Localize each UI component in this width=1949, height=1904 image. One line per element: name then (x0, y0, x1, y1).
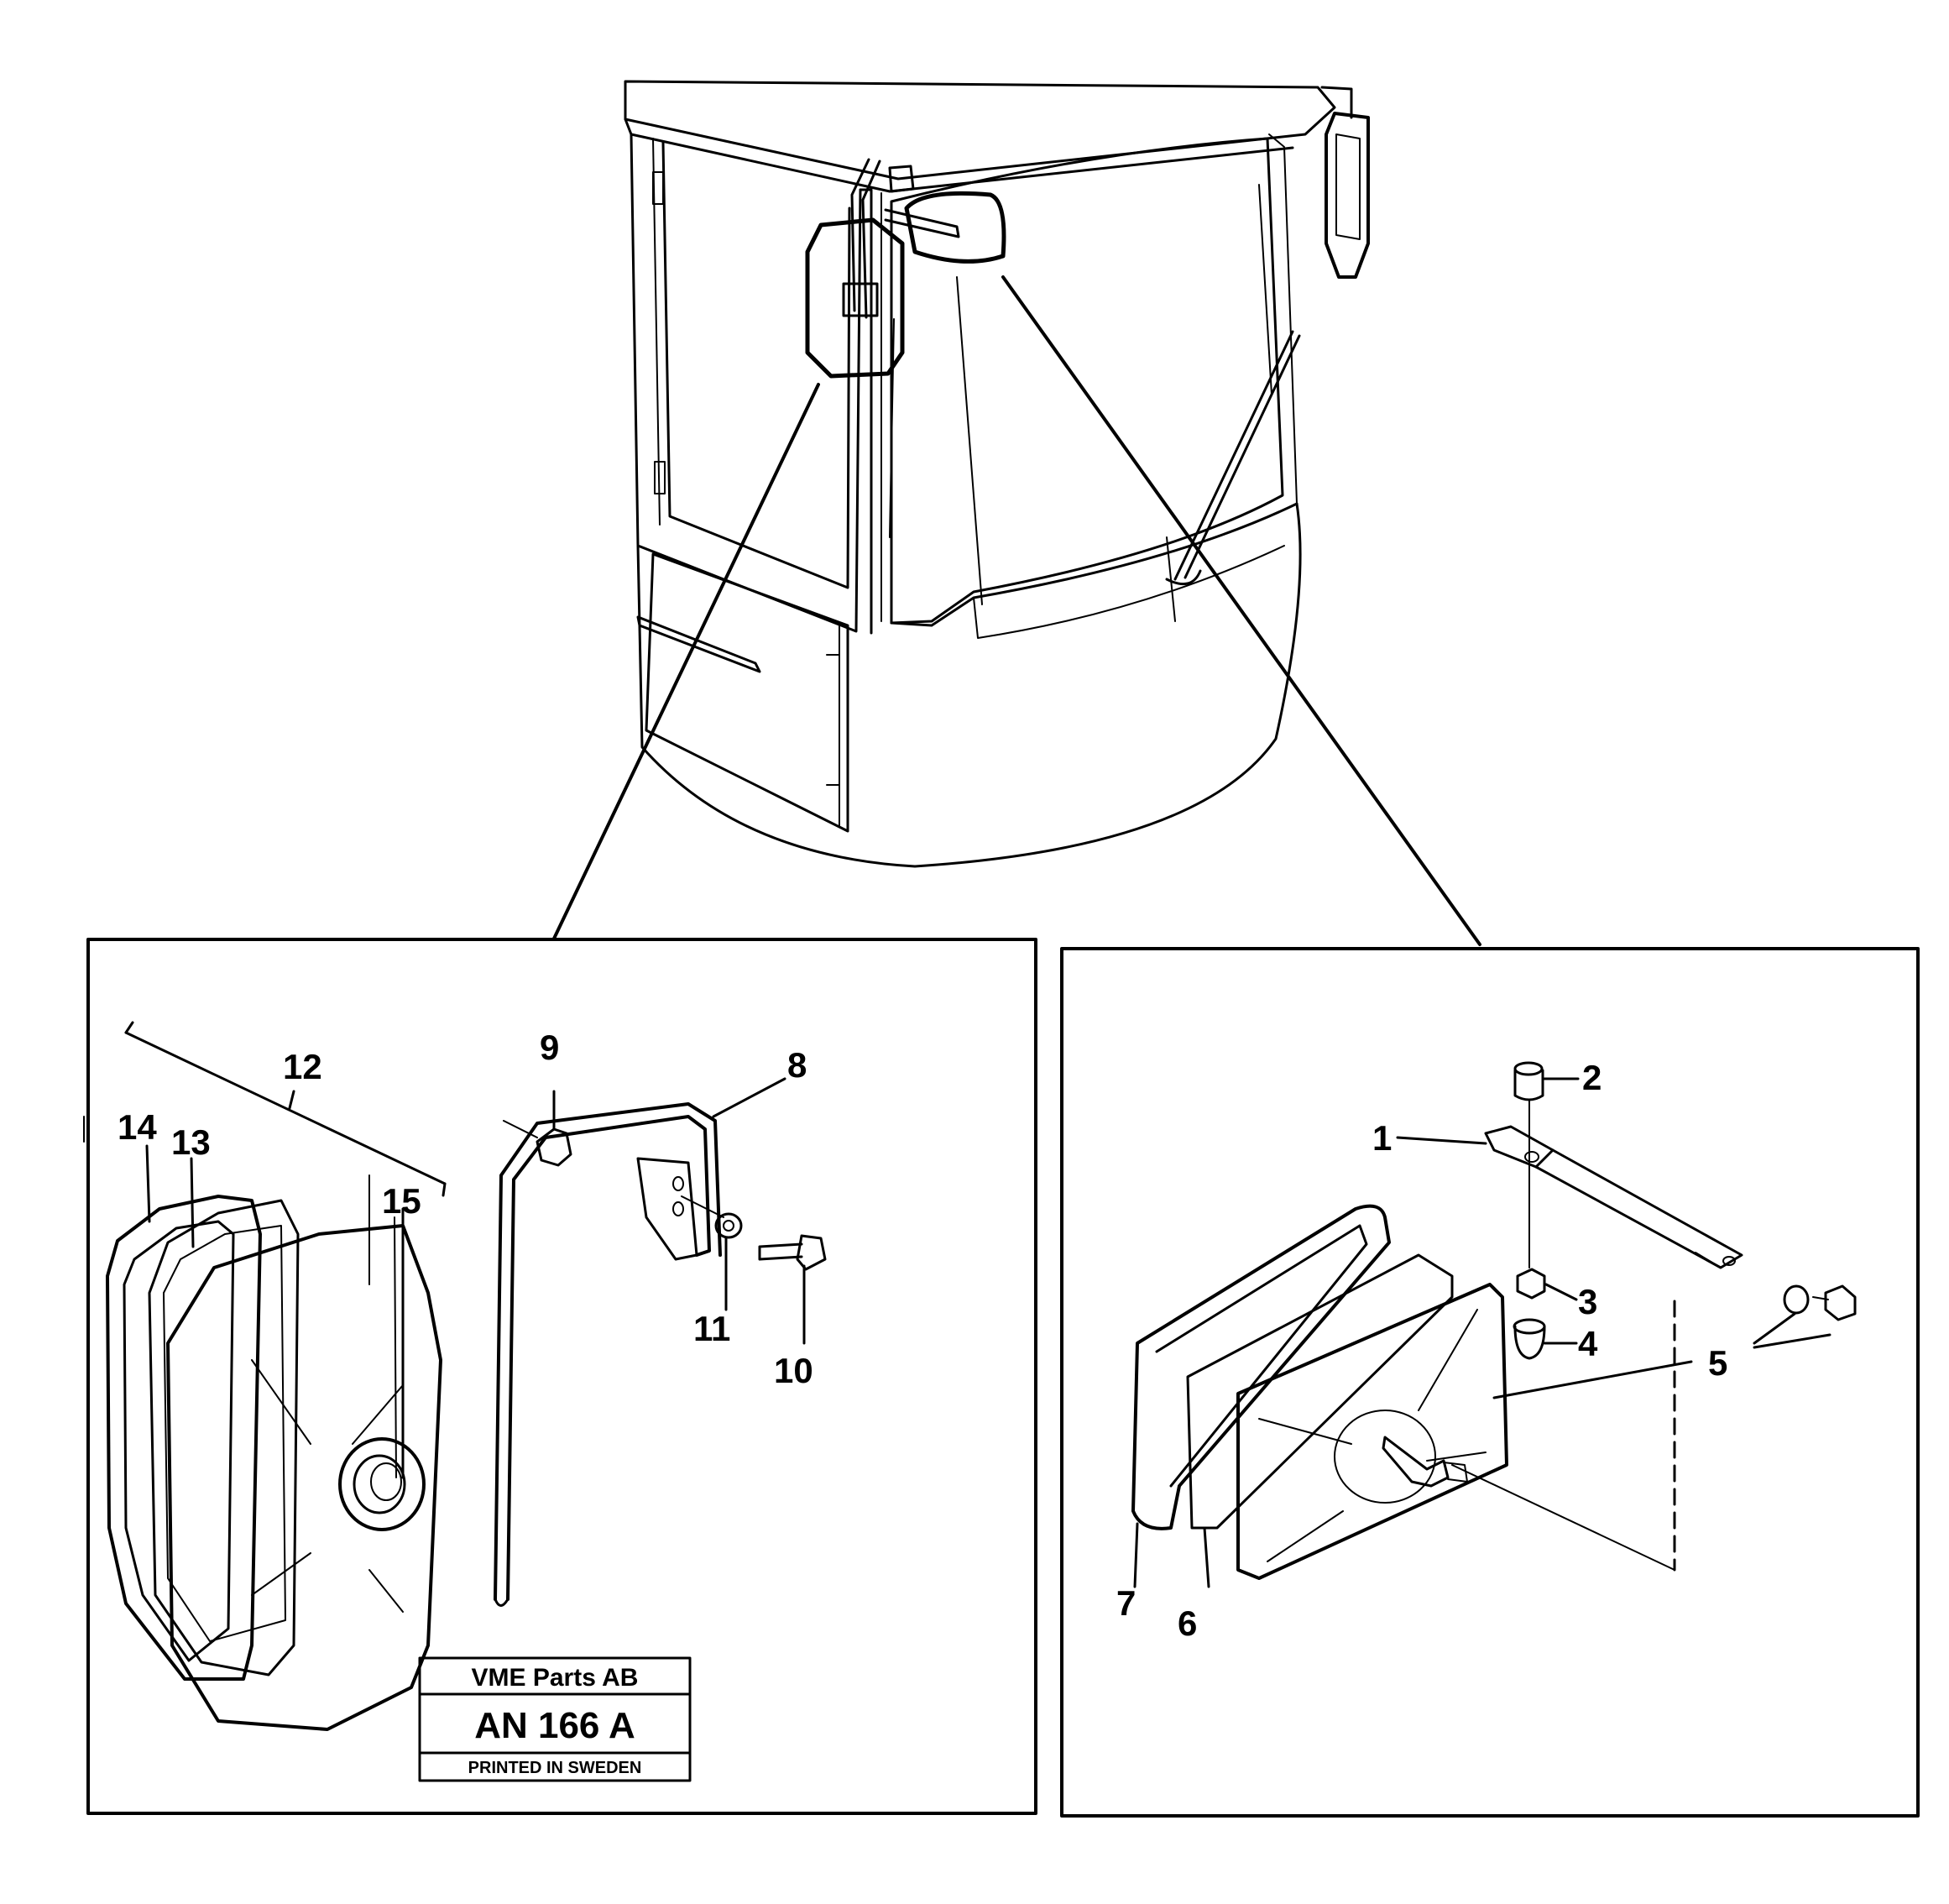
callout-6: 6 (1178, 1603, 1197, 1643)
stamp-company: VME Parts AB (472, 1664, 639, 1692)
callout-4: 4 (1578, 1324, 1598, 1363)
callout-14: 14 (118, 1107, 157, 1147)
callout-9: 9 (540, 1028, 559, 1067)
callout-15: 15 (382, 1181, 421, 1221)
right-detail-panel (1060, 947, 1920, 1818)
callout-2: 2 (1582, 1058, 1602, 1097)
stamp-printed: PRINTED IN SWEDEN (468, 1759, 642, 1777)
callout-13: 13 (171, 1122, 211, 1162)
callout-leaders (145, 1077, 1831, 1588)
callout-1: 1 (1372, 1118, 1392, 1158)
callout-5: 5 (1708, 1343, 1727, 1383)
publisher-stamp: VME Parts AB AN 166 A PRINTED IN SWEDEN (418, 1656, 692, 1782)
callout-12: 12 (283, 1047, 322, 1086)
stamp-code: AN 166 A (474, 1705, 635, 1746)
callout-3: 3 (1578, 1282, 1597, 1321)
callout-11: 11 (693, 1309, 730, 1348)
callout-7: 7 (1116, 1583, 1136, 1623)
cab-illustration (552, 80, 1481, 946)
callout-8: 8 (787, 1045, 807, 1085)
callout-numbers: 1 2 3 4 5 6 7 8 9 10 11 12 13 14 15 (118, 1028, 1727, 1643)
callout-10: 10 (774, 1351, 813, 1390)
